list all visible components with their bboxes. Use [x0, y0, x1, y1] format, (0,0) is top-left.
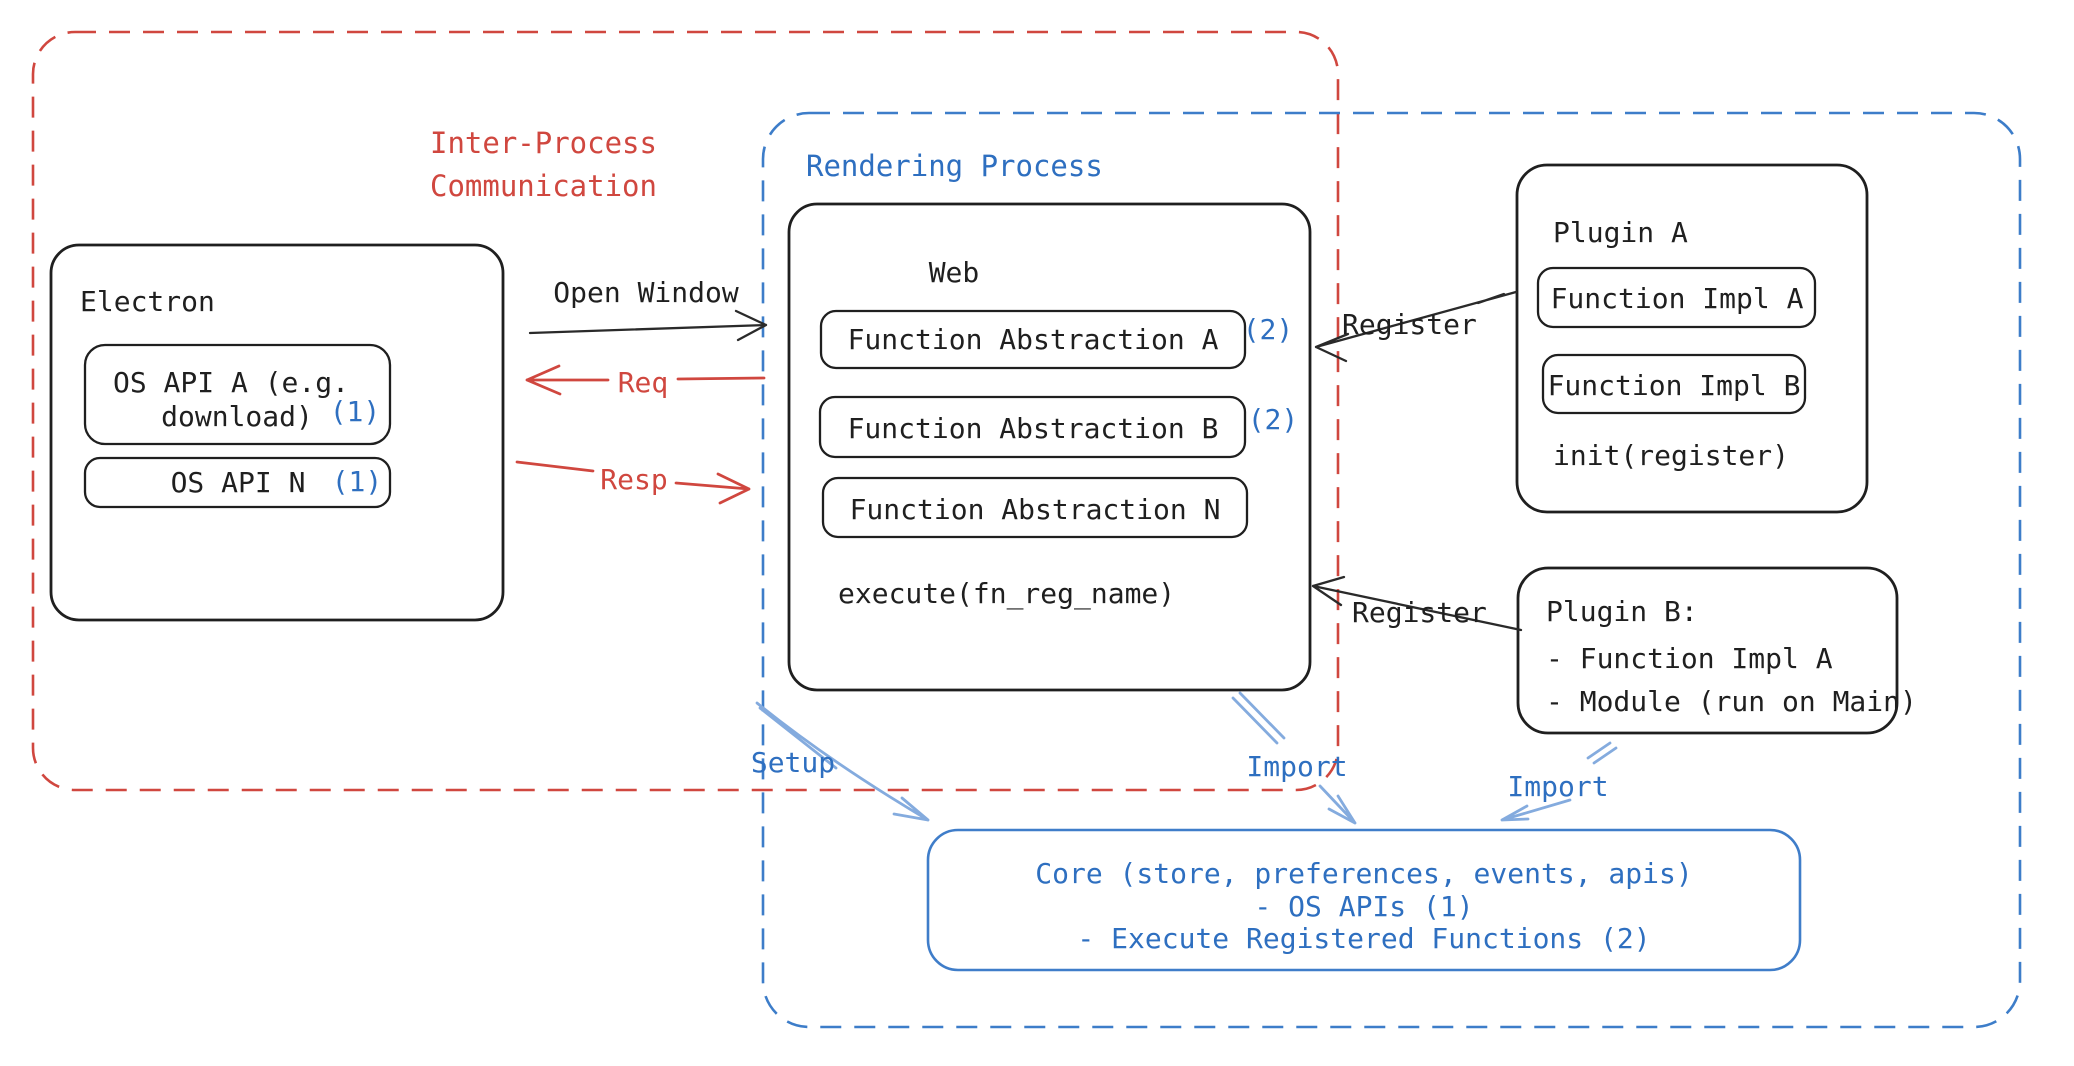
function-abstraction-b-label: Function Abstraction B [848, 412, 1219, 445]
plugin-b-item-2: - Module (run on Main) [1546, 685, 1917, 718]
plugin-a-impl-a-label: Function Impl A [1551, 282, 1804, 315]
open-window-arrow [528, 309, 768, 342]
function-abstraction-n-label: Function Abstraction N [850, 493, 1221, 526]
function-abstraction-b-badge: (2) [1248, 403, 1299, 436]
import-right-label: Import [1507, 770, 1608, 803]
os-api-a-box [83, 343, 392, 446]
req-label: Req [618, 366, 669, 399]
plugin-b-title: Plugin B: [1546, 595, 1698, 628]
resp-arrow [515, 460, 751, 505]
setup-label: Setup [751, 746, 835, 779]
setup-arrow [755, 701, 930, 822]
core-label-line3: - Execute Registered Functions (2) [1077, 922, 1650, 955]
os-api-n-box [83, 456, 392, 509]
web-execute-label: execute(fn_reg_name) [838, 577, 1175, 611]
plugin-b-item-1: - Function Impl A [1546, 642, 1833, 675]
plugin-a-init-label: init(register) [1553, 439, 1789, 472]
plugin-a-impl-b-box [1541, 353, 1807, 415]
plugin-a-impl-b-label: Function Impl B [1548, 369, 1801, 402]
core-box [926, 828, 1802, 972]
import-mid-label: Import [1246, 750, 1347, 783]
web-title: Web [929, 256, 980, 289]
ipc-region-label-line1: Inter-Process [430, 126, 657, 160]
resp-label: Resp [600, 463, 667, 496]
import-right-arrow [1500, 741, 1618, 822]
req-arrow [525, 364, 766, 396]
os-api-a-label-line2: download) [161, 400, 313, 433]
plugin-a-title: Plugin A [1553, 216, 1688, 249]
register-b-arrow [1311, 575, 1523, 632]
function-abstraction-b-box [818, 395, 1247, 459]
function-abstraction-a-box [819, 309, 1247, 370]
open-window-label: Open Window [553, 276, 739, 309]
function-abstraction-a-badge: (2) [1243, 313, 1294, 346]
electron-title: Electron [80, 285, 215, 318]
os-api-n-badge: (1) [332, 465, 383, 498]
register-b-label: Register [1352, 596, 1487, 629]
register-a-label: Register [1342, 308, 1477, 341]
ipc-region-label-line2: Communication [430, 169, 657, 203]
os-api-a-label-line1: OS API A (e.g. [113, 366, 349, 399]
plugin-a-box [1515, 163, 1869, 514]
plugin-b-box [1516, 566, 1899, 735]
import-mid-arrow [1231, 691, 1357, 825]
os-api-n-label: OS API N [171, 466, 306, 499]
os-api-a-badge: (1) [330, 395, 381, 428]
rendering-process-label: Rendering Process [806, 149, 1103, 183]
register-a-arrow [1314, 290, 1518, 363]
function-abstraction-a-label: Function Abstraction A [848, 323, 1219, 356]
plugin-a-impl-a-box [1536, 266, 1817, 329]
rendering-process-region-box [761, 111, 2022, 1029]
ipc-region-box [31, 30, 1340, 792]
core-label-line1: Core (store, preferences, events, apis) [1035, 857, 1692, 890]
function-abstraction-n-box [821, 476, 1249, 539]
core-label-line2: - OS APIs (1) [1254, 890, 1473, 923]
